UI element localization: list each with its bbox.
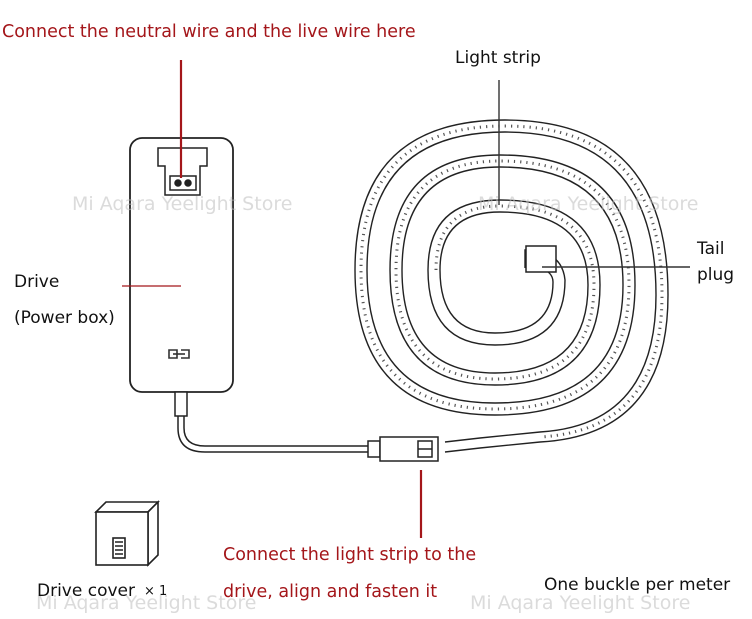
callout-lines-red <box>122 60 423 538</box>
label-drive-cover-qty: × 1 <box>144 584 168 599</box>
strip-connector <box>367 436 439 462</box>
watermark-bottom-right: Mi Aqara Yeelight Store <box>470 592 691 614</box>
label-connect-neutral-live: Connect the neutral wire and the live wi… <box>2 22 416 42</box>
watermark-left: Mi Aqara Yeelight Store <box>72 193 293 215</box>
drive-cover <box>94 500 160 567</box>
label-plug: plug <box>697 265 735 285</box>
label-buckle: One buckle per meter <box>544 575 731 595</box>
label-connect-strip-line2: drive, align and fasten it <box>223 582 438 602</box>
label-power-box: (Power box) <box>14 308 115 328</box>
label-light-strip: Light strip <box>455 48 541 68</box>
label-tail: Tail <box>697 239 725 259</box>
light-strip-led-marks <box>359 124 664 439</box>
tail-plug <box>525 245 557 273</box>
watermark-right: Mi Aqara Yeelight Store <box>478 193 699 215</box>
light-strip-outer-edge <box>354 119 669 453</box>
light-strip-coil <box>354 119 669 453</box>
label-drive-cover: Drive cover <box>37 581 135 601</box>
callout-lines-black <box>498 80 690 268</box>
drive-cable <box>174 391 370 453</box>
watermark-bottom-left: Mi Aqara Yeelight Store <box>36 592 257 614</box>
light-strip-inner-edge <box>366 131 657 443</box>
wire-terminal-block <box>157 147 208 196</box>
label-connect-strip-line1: Connect the light strip to the <box>223 545 477 565</box>
yeelight-logo-icon <box>168 349 190 359</box>
label-drive: Drive <box>14 272 60 292</box>
